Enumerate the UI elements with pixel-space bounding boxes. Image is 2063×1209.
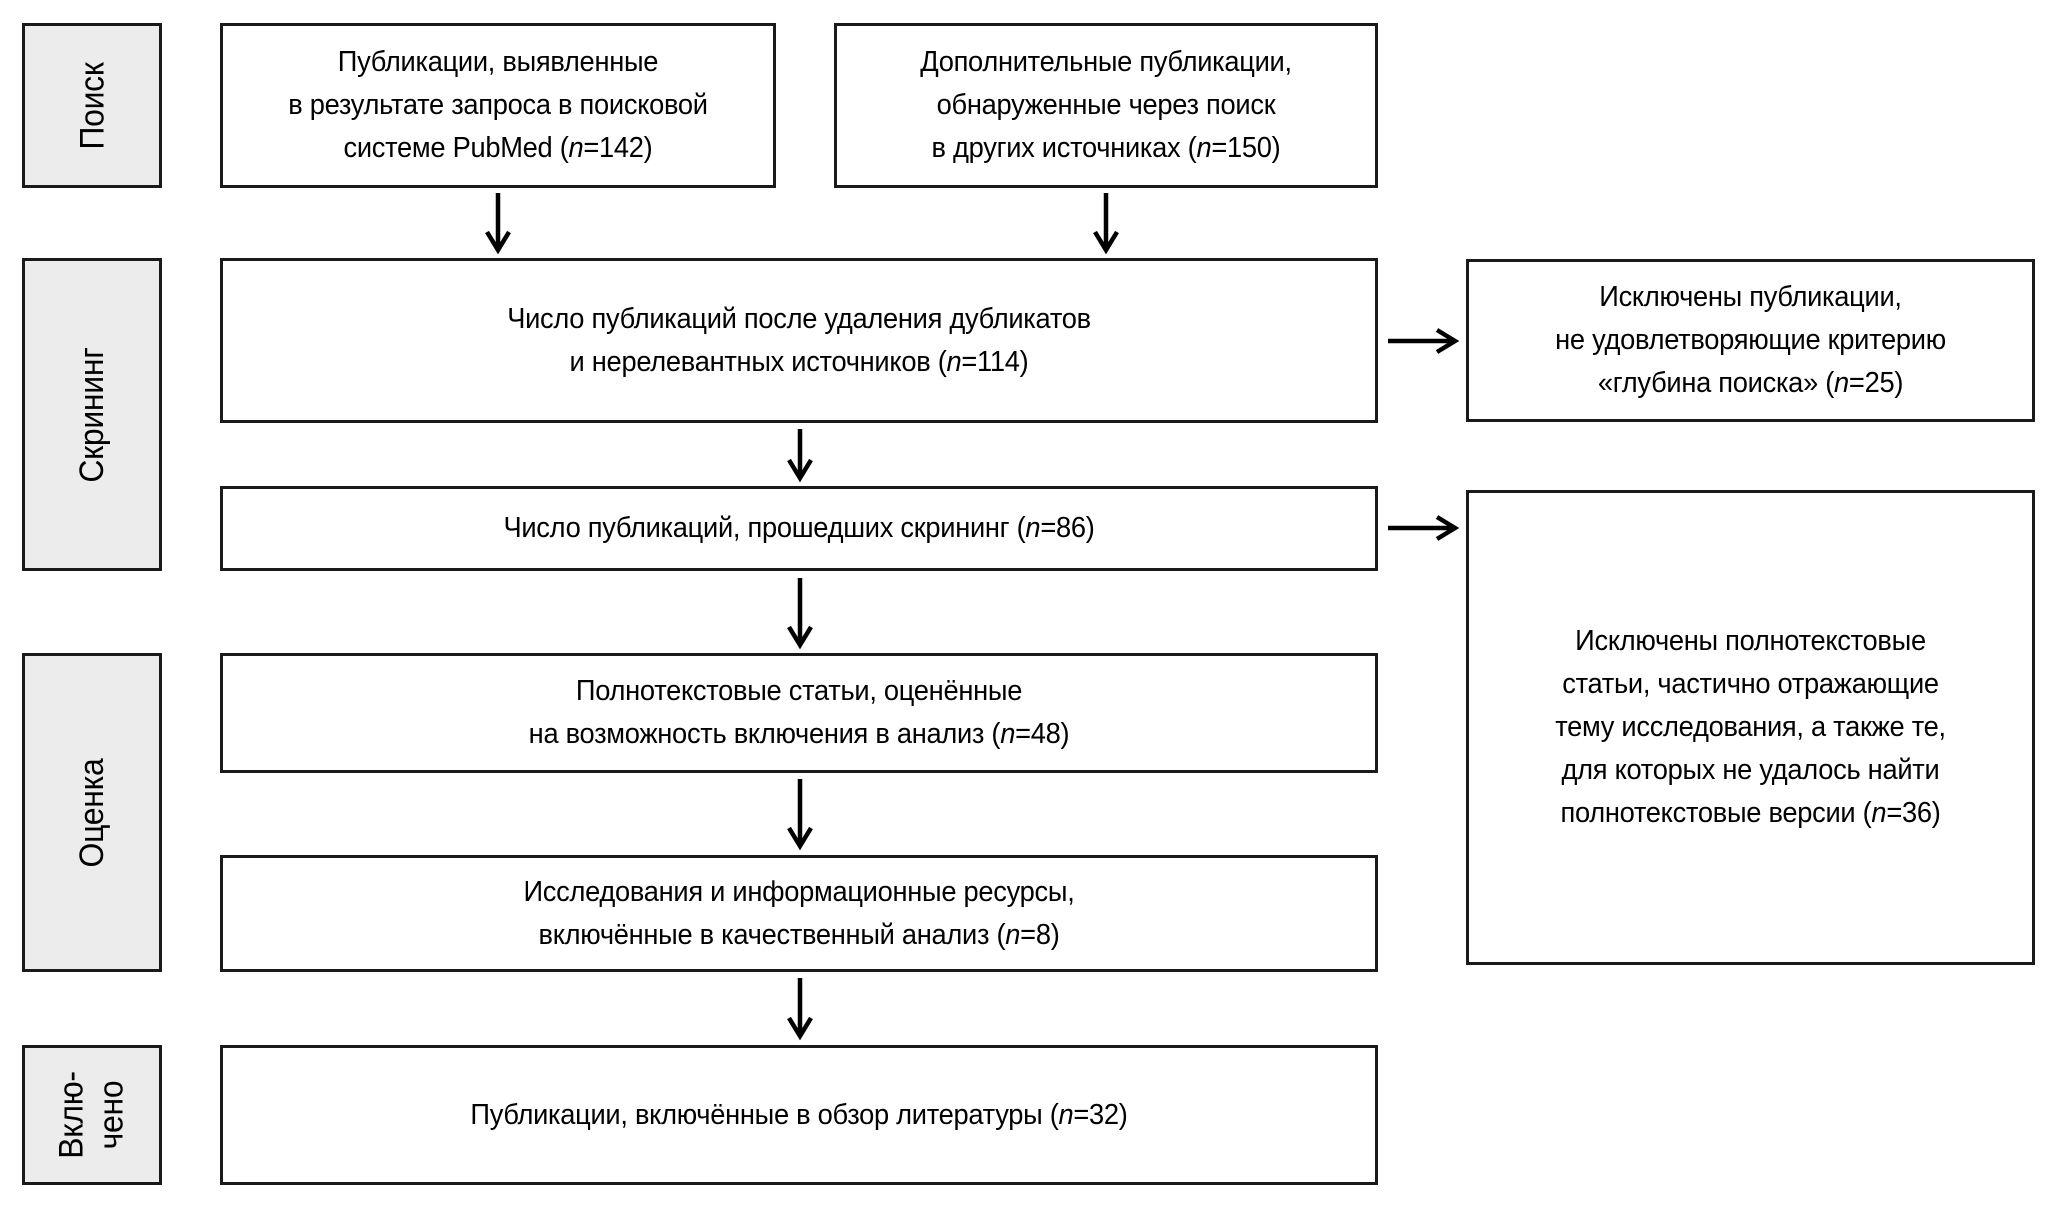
box-text: Исключены полнотекстовые статьи, частичн… bbox=[1555, 625, 1946, 829]
box-text: Исследования и информационные ресурсы, в… bbox=[523, 875, 1075, 951]
box-text: Публикации, выявленные в результате запр… bbox=[288, 46, 708, 164]
stage-label-included: Вклю- чено bbox=[52, 1071, 131, 1159]
arrow-pubmed-to-dedup bbox=[485, 193, 511, 255]
box-excluded-search-depth: Исключены публикации, не удовлетворяющие… bbox=[1466, 259, 2035, 422]
stage-box-assessment: Оценка bbox=[22, 653, 162, 972]
box-text: Полнотекстовые статьи, оценённые на возм… bbox=[528, 675, 1070, 750]
box-text: Публикации, включённые в обзор литератур… bbox=[470, 1098, 1128, 1131]
arrow-screened-to-excluded-fulltext bbox=[1388, 515, 1460, 541]
box-excluded-fulltext: Исключены полнотекстовые статьи, частичн… bbox=[1466, 490, 2035, 965]
arrow-dedup-to-excluded-depth bbox=[1388, 328, 1460, 354]
stage-box-search: Поиск bbox=[22, 23, 162, 188]
box-text: Число публикаций после удаления дубликат… bbox=[507, 302, 1091, 378]
arrow-fulltext-to-qualitative bbox=[787, 779, 813, 851]
box-text: Дополнительные публикации, обнаруженные … bbox=[920, 46, 1292, 164]
box-included-review: Публикации, включённые в обзор литератур… bbox=[220, 1045, 1378, 1185]
arrow-screened-to-fulltext bbox=[787, 578, 813, 650]
box-fulltext-assessed: Полнотекстовые статьи, оценённые на возм… bbox=[220, 653, 1378, 773]
stage-label-search: Поиск bbox=[73, 61, 111, 150]
arrow-dedup-to-screened bbox=[787, 429, 813, 483]
box-qualitative-analysis: Исследования и информационные ресурсы, в… bbox=[220, 855, 1378, 972]
stage-label-screening: Скрининг bbox=[73, 346, 112, 483]
box-text: Число публикаций, прошедших скрининг (n=… bbox=[503, 512, 1095, 544]
box-screened: Число публикаций, прошедших скрининг (n=… bbox=[220, 486, 1378, 571]
arrow-qualitative-to-included bbox=[787, 978, 813, 1041]
stage-label-assessment: Оценка bbox=[73, 757, 111, 868]
box-additional-records: Дополнительные публикации, обнаруженные … bbox=[834, 23, 1378, 188]
box-text: Исключены публикации, не удовлетворяющие… bbox=[1555, 281, 1946, 399]
stage-box-screening: Скрининг bbox=[22, 258, 162, 571]
box-pubmed-records: Публикации, выявленные в результате запр… bbox=[220, 23, 776, 188]
box-after-deduplication: Число публикаций после удаления дубликат… bbox=[220, 258, 1378, 423]
stage-box-included: Вклю- чено bbox=[22, 1045, 162, 1185]
arrow-additional-to-dedup bbox=[1093, 193, 1119, 255]
